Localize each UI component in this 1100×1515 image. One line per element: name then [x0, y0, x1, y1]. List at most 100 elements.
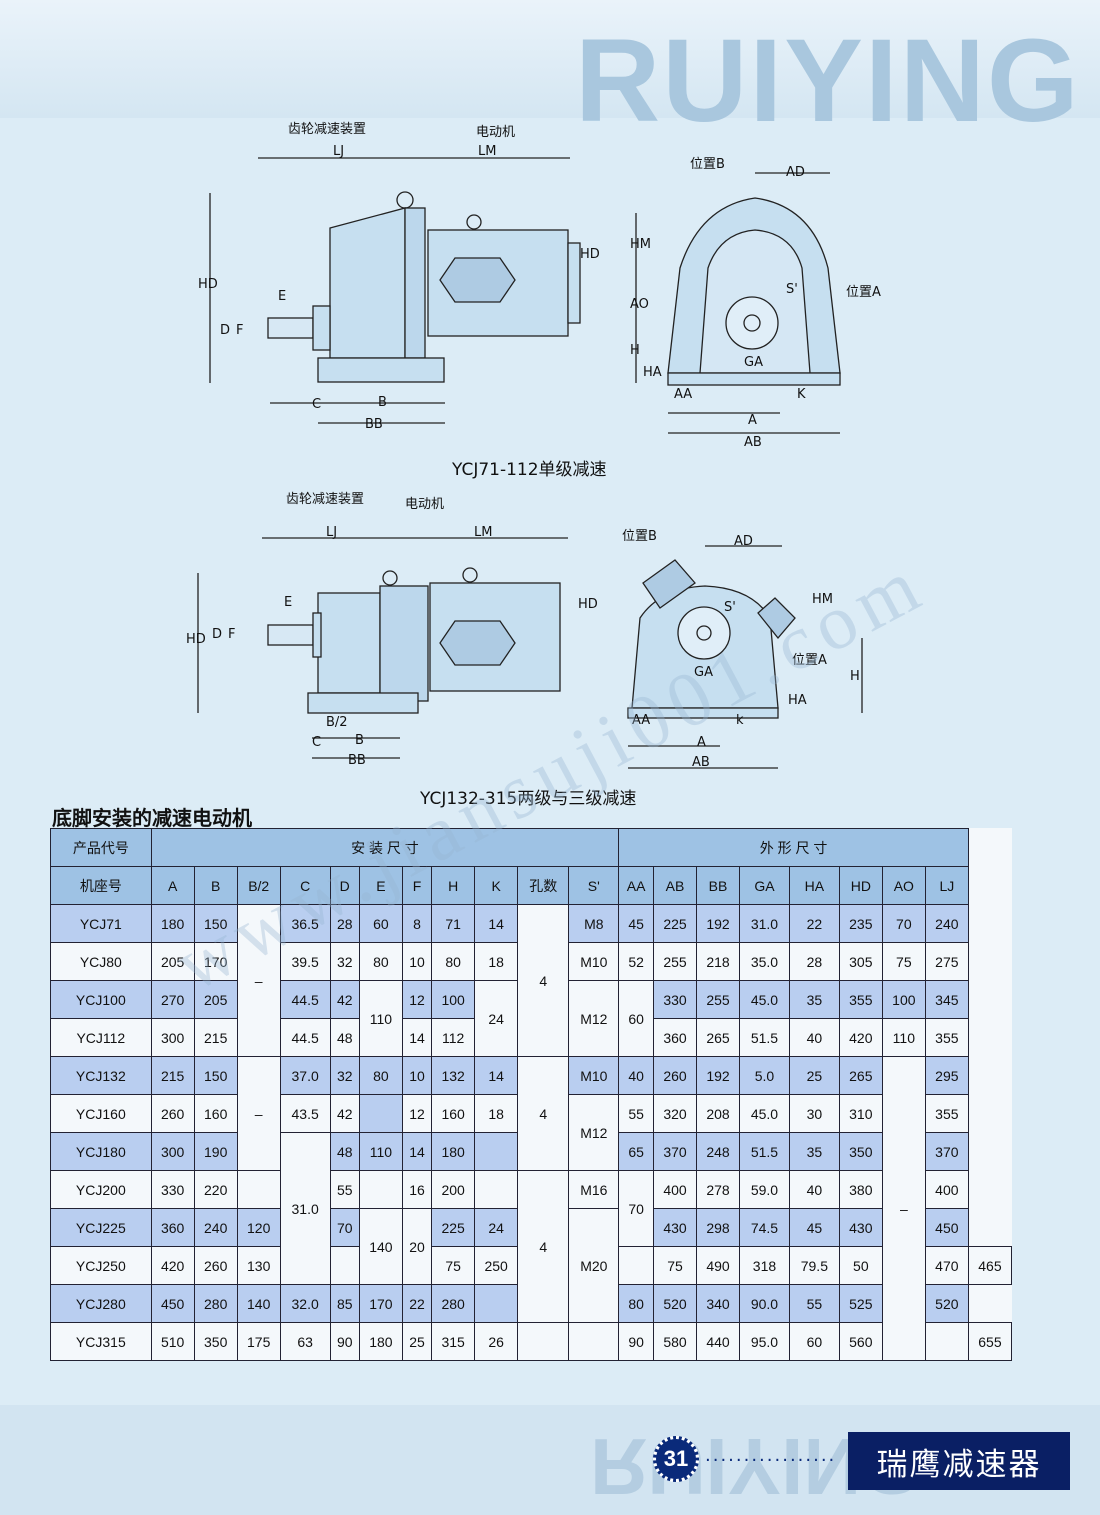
cell: 255: [696, 980, 741, 1019]
label-c-1: C: [312, 397, 321, 412]
label-s-1: S': [786, 282, 798, 297]
label-aa-1: AA: [674, 387, 692, 402]
cell: 31.0: [739, 904, 790, 943]
cell: 28: [329, 904, 360, 943]
cell: 295: [924, 1056, 969, 1095]
cell: 24: [474, 1208, 519, 1247]
cell: 42: [329, 980, 360, 1019]
cell: 80: [358, 1056, 403, 1095]
cell: 14: [474, 1056, 519, 1095]
cell: 360: [652, 1018, 698, 1057]
cell-model: YCJ112: [50, 1018, 152, 1057]
cell-empty: [474, 1284, 519, 1323]
header-band: [0, 0, 1100, 118]
cell: 40: [788, 1018, 840, 1057]
cell: 22: [788, 904, 840, 943]
cell-empty: [236, 1170, 281, 1209]
cell-merged: 60: [618, 980, 654, 1057]
cell: 265: [838, 1056, 883, 1095]
cell: 70: [329, 1208, 360, 1247]
cell: 380: [838, 1170, 883, 1209]
table-title: 底脚安装的减速电动机: [52, 806, 252, 830]
cell: 44.5: [279, 980, 331, 1019]
cell: 45.0: [739, 1094, 790, 1133]
cell: 45: [618, 904, 654, 943]
cell: 65: [618, 1132, 654, 1171]
col-header: B/2: [236, 866, 281, 905]
label-lm-2: LM: [474, 525, 492, 540]
cell: M10: [568, 1056, 620, 1095]
cell: 180: [358, 1322, 403, 1361]
cell: 330: [652, 980, 698, 1019]
spec-table: 产品代号 安 装 尺 寸 外 形 尺 寸 机座号 A B B/2 C D E F…: [50, 828, 1013, 1361]
table-row: YCJ180 300 190 31.0 48 110 14 180 65 370…: [50, 1132, 1012, 1285]
cell: 80: [358, 942, 403, 981]
cell: 180: [150, 904, 195, 943]
cell: 51.5: [739, 1132, 790, 1171]
cell: 5.0: [739, 1056, 790, 1095]
cell: 318: [739, 1246, 790, 1285]
cell: M10: [568, 942, 620, 981]
cell: 25: [401, 1322, 433, 1361]
cell-model: YCJ280: [50, 1284, 152, 1323]
cell: 270: [150, 980, 195, 1019]
cell: 35: [788, 1132, 840, 1171]
cell: 580: [652, 1322, 698, 1361]
cell: 340: [696, 1284, 741, 1323]
col-header: GA: [739, 866, 790, 905]
cell: 100: [881, 980, 926, 1019]
col-header: S': [568, 866, 620, 905]
cell: 400: [652, 1170, 698, 1209]
cell-empty: [924, 1322, 969, 1361]
cell: 305: [838, 942, 883, 981]
cell-merged: –: [236, 904, 281, 1057]
cell: M16: [568, 1170, 620, 1209]
table-row: YCJ160 260 160 43.5 42 12 160 18 M12 55 …: [50, 1094, 1012, 1171]
table-header-row: 机座号 A B B/2 C D E F H K 孔数 S' AA AB BB G…: [50, 866, 1012, 905]
cell: 28: [788, 942, 840, 981]
cell: 112: [431, 1018, 476, 1057]
cell: 25: [788, 1056, 840, 1095]
cell: 215: [193, 1018, 238, 1057]
label-lm-1: LM: [478, 144, 496, 159]
cell: 51.5: [739, 1018, 790, 1057]
label-ha-1: HA: [643, 365, 662, 380]
cell: 59.0: [739, 1170, 790, 1209]
cell: 400: [924, 1170, 969, 1209]
cell: 160: [193, 1094, 238, 1133]
col-header: LJ: [924, 866, 969, 905]
cell-merged: 20: [401, 1208, 433, 1285]
col-header: K: [474, 866, 519, 905]
label-ha-2: HA: [788, 693, 807, 708]
label-gear-1: 齿轮减速装置: [288, 122, 366, 137]
cell: 100: [431, 980, 476, 1019]
cell: 150: [193, 1056, 238, 1095]
cell: 248: [696, 1132, 741, 1171]
cell: 37.0: [279, 1056, 331, 1095]
col-header: AA: [618, 866, 654, 905]
table-header-group-row: 产品代号 安 装 尺 寸 外 形 尺 寸: [50, 828, 1012, 867]
cell: 45: [788, 1208, 840, 1247]
label-posa-1: 位置A: [846, 285, 881, 300]
col-header: 孔数: [517, 866, 570, 905]
cell: 75: [431, 1246, 476, 1285]
cell: 430: [838, 1208, 883, 1247]
cell: 510: [150, 1322, 195, 1361]
cell: 450: [150, 1284, 195, 1323]
label-ga-2: GA: [694, 665, 713, 680]
label-bb-1: BB: [365, 417, 383, 432]
cell: 48: [329, 1018, 360, 1057]
label-f-1: F: [236, 323, 243, 338]
cell: 180: [431, 1132, 476, 1171]
label-bb-2: BB: [348, 753, 366, 768]
cell: 10: [401, 942, 433, 981]
cell: 300: [150, 1132, 195, 1171]
cell: 79.5: [788, 1246, 840, 1285]
cell: 225: [431, 1208, 476, 1247]
cell-empty: [618, 1246, 654, 1285]
cell: 90: [618, 1322, 654, 1361]
label-ao-1: AO: [630, 297, 649, 312]
cell: 275: [924, 942, 969, 981]
cell: 255: [652, 942, 698, 981]
cell: 205: [193, 980, 238, 1019]
